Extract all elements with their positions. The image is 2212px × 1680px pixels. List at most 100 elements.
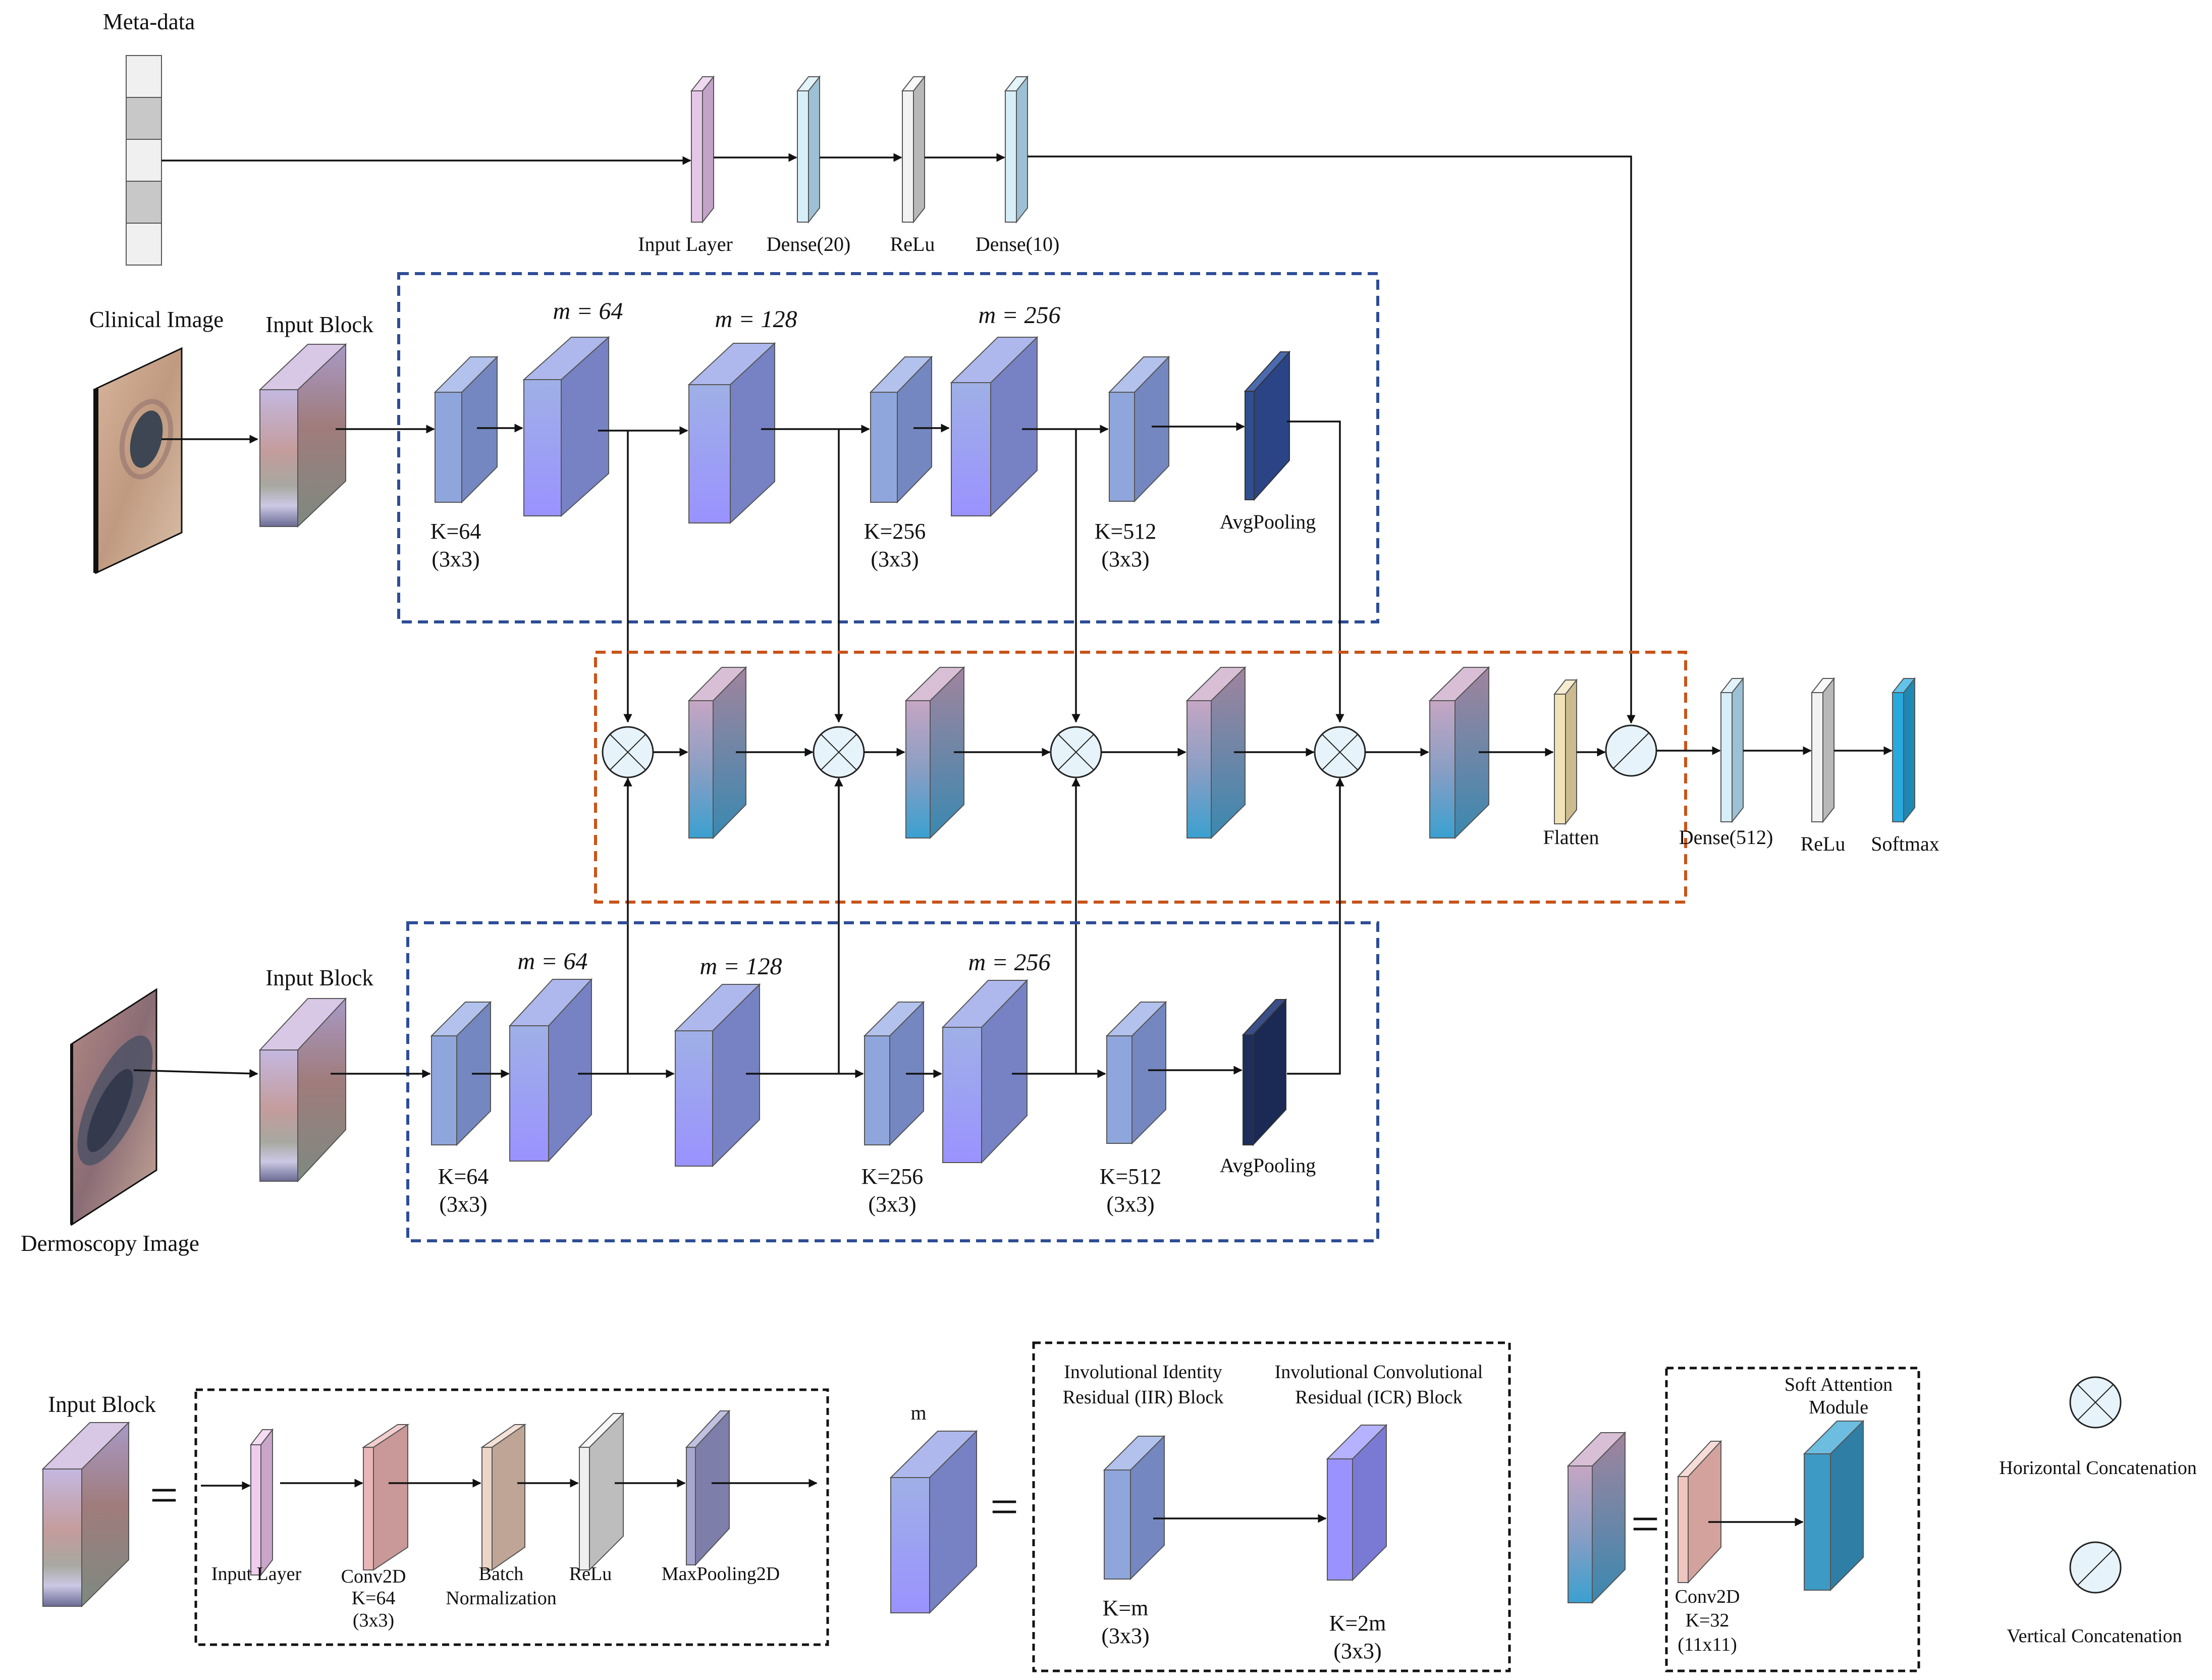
fusion-box: [594, 651, 1687, 904]
equals-sign: =: [150, 1467, 178, 1523]
meta-layer-label: Dense(20): [767, 233, 851, 255]
legend-iir-k: K=m: [1103, 1596, 1149, 1620]
legend-icr-size: (3x3): [1333, 1639, 1381, 1663]
legend-attention-block: [1567, 1431, 1627, 1604]
k-label: K=512: [1100, 1164, 1162, 1189]
dermoscopy-backbone-box: [406, 921, 1379, 1242]
metadata-label: Meta-data: [103, 9, 195, 34]
dermoscopy-image: [70, 988, 157, 1226]
legend-input-block-label: Input Block: [48, 1392, 156, 1417]
legend-attention-conv-layer: [1677, 1440, 1722, 1584]
meta-input-layer: [690, 75, 715, 224]
horizontal-concat-icon: [1050, 726, 1102, 778]
m-label: m = 256: [978, 302, 1060, 329]
legend-input-block: [41, 1421, 130, 1608]
flatten-layer: [1553, 678, 1578, 825]
legend-vertical-concat-icon: [2069, 1541, 2122, 1594]
head-dense512-layer: [1719, 677, 1745, 823]
meta-dense10-layer: [1004, 75, 1029, 224]
legend-vertical-concat-label: Vertical Concatenation: [2007, 1625, 2182, 1647]
legend-m-label: m: [910, 1401, 926, 1424]
dermoscopy-image-label: Dermoscopy Image: [21, 1231, 199, 1256]
legend-attention-conv-k: K=32: [1686, 1610, 1730, 1631]
clinical-image: [93, 347, 183, 574]
legend-attention-title-line1: Soft Attention: [1785, 1374, 1893, 1395]
legend-input-block-box: [194, 1388, 829, 1646]
k-size-label: (3x3): [431, 547, 479, 571]
attention-block: [1428, 666, 1490, 839]
legend-icr-line1: Involutional Convolutional: [1275, 1361, 1483, 1383]
legend-conv-k: K=64: [352, 1588, 396, 1609]
m-label: m = 64: [553, 298, 623, 325]
legend-iir-size: (3x3): [1101, 1623, 1149, 1648]
horizontal-concat-icon: [602, 726, 654, 778]
clinical-backbone-box: [397, 272, 1379, 623]
legend-horizontal-concat-icon: [2069, 1376, 2122, 1429]
clinical-conv-block-k256: [869, 355, 933, 504]
k-label: K=64: [430, 519, 481, 544]
legend-layer-label: Conv2D: [341, 1566, 406, 1587]
vertical-concat-icon: [1605, 724, 1657, 777]
equals-sign: =: [1631, 1496, 1659, 1552]
k-size-label: (3x3): [439, 1192, 487, 1217]
flatten-label: Flatten: [1543, 826, 1599, 849]
pool-label: AvgPooling: [1220, 510, 1316, 533]
legend-conv2d-layer: [361, 1424, 410, 1571]
head-layer-label: Softmax: [1871, 832, 1939, 855]
m-label: m = 64: [517, 948, 587, 975]
meta-layer-label: Dense(10): [976, 233, 1060, 255]
dermoscopy-m-block-256: [941, 979, 1029, 1164]
k-size-label: (3x3): [1101, 547, 1149, 571]
dermoscopy-conv-block-k512: [1105, 1001, 1167, 1145]
attention-block: [687, 666, 747, 839]
k-size-label: (3x3): [871, 547, 919, 571]
m-label: m = 256: [968, 949, 1050, 976]
meta-dense20-layer: [796, 75, 821, 224]
legend-layer-label: ReLu: [569, 1563, 612, 1585]
legend-conv-size: (3x3): [353, 1610, 394, 1631]
clinical-avgpool-layer: [1244, 350, 1291, 501]
horizontal-concat-icon: [1314, 726, 1366, 778]
legend-attention-title-line2: Module: [1809, 1397, 1868, 1418]
attention-block: [904, 666, 965, 839]
attention-block: [1185, 666, 1247, 839]
legend-maxpool-layer: [685, 1409, 731, 1566]
legend-attention-box: [1665, 1367, 1920, 1672]
legend-layer-label: MaxPooling2D: [662, 1563, 780, 1585]
legend-icr-k: K=2m: [1329, 1611, 1386, 1636]
dermoscopy-m-block-128: [674, 983, 761, 1168]
k-size-label: (3x3): [868, 1192, 916, 1217]
clinical-m-block-128: [687, 342, 776, 524]
k-label: K=64: [438, 1164, 489, 1189]
legend-iir-block: [1103, 1435, 1166, 1581]
legend-icr-line2: Residual (ICR) Block: [1295, 1387, 1462, 1408]
legend-attention-conv-label: Conv2D: [1675, 1586, 1740, 1607]
legend-horizontal-concat-label: Horizontal Concatenation: [1999, 1457, 2197, 1479]
head-layer-label: Dense(512): [1679, 826, 1773, 849]
legend-m-block-box: [1032, 1341, 1511, 1672]
k-size-label: (3x3): [1106, 1192, 1154, 1217]
equals-sign: =: [990, 1479, 1018, 1535]
clinical-conv-block-k64: [434, 355, 499, 504]
dermoscopy-input-block: [258, 997, 347, 1183]
legend-icr-block: [1326, 1424, 1388, 1582]
dermoscopy-m-block-64: [508, 978, 593, 1163]
pool-label: AvgPooling: [1220, 1154, 1316, 1177]
head-layer-label: ReLu: [1801, 832, 1846, 855]
clinical-m-block-64: [522, 336, 610, 517]
horizontal-concat-icon: [813, 726, 865, 778]
legend-m-block: [889, 1430, 978, 1614]
clinical-image-label: Clinical Image: [89, 307, 224, 332]
legend-layer-label: Input Layer: [211, 1563, 302, 1585]
legend-relu-layer: [578, 1412, 625, 1571]
legend-layer-label: Batch: [479, 1563, 524, 1585]
legend-input-layer: [249, 1428, 274, 1577]
m-label: m = 128: [699, 953, 782, 980]
legend-iir-line2: Residual (IIR) Block: [1063, 1387, 1224, 1408]
dermoscopy-avgpool-layer: [1242, 998, 1287, 1146]
k-label: K=512: [1095, 519, 1157, 544]
head-softmax-layer: [1891, 677, 1916, 823]
meta-relu-layer: [901, 75, 926, 224]
legend-iir-line1: Involutional Identity: [1064, 1361, 1222, 1383]
